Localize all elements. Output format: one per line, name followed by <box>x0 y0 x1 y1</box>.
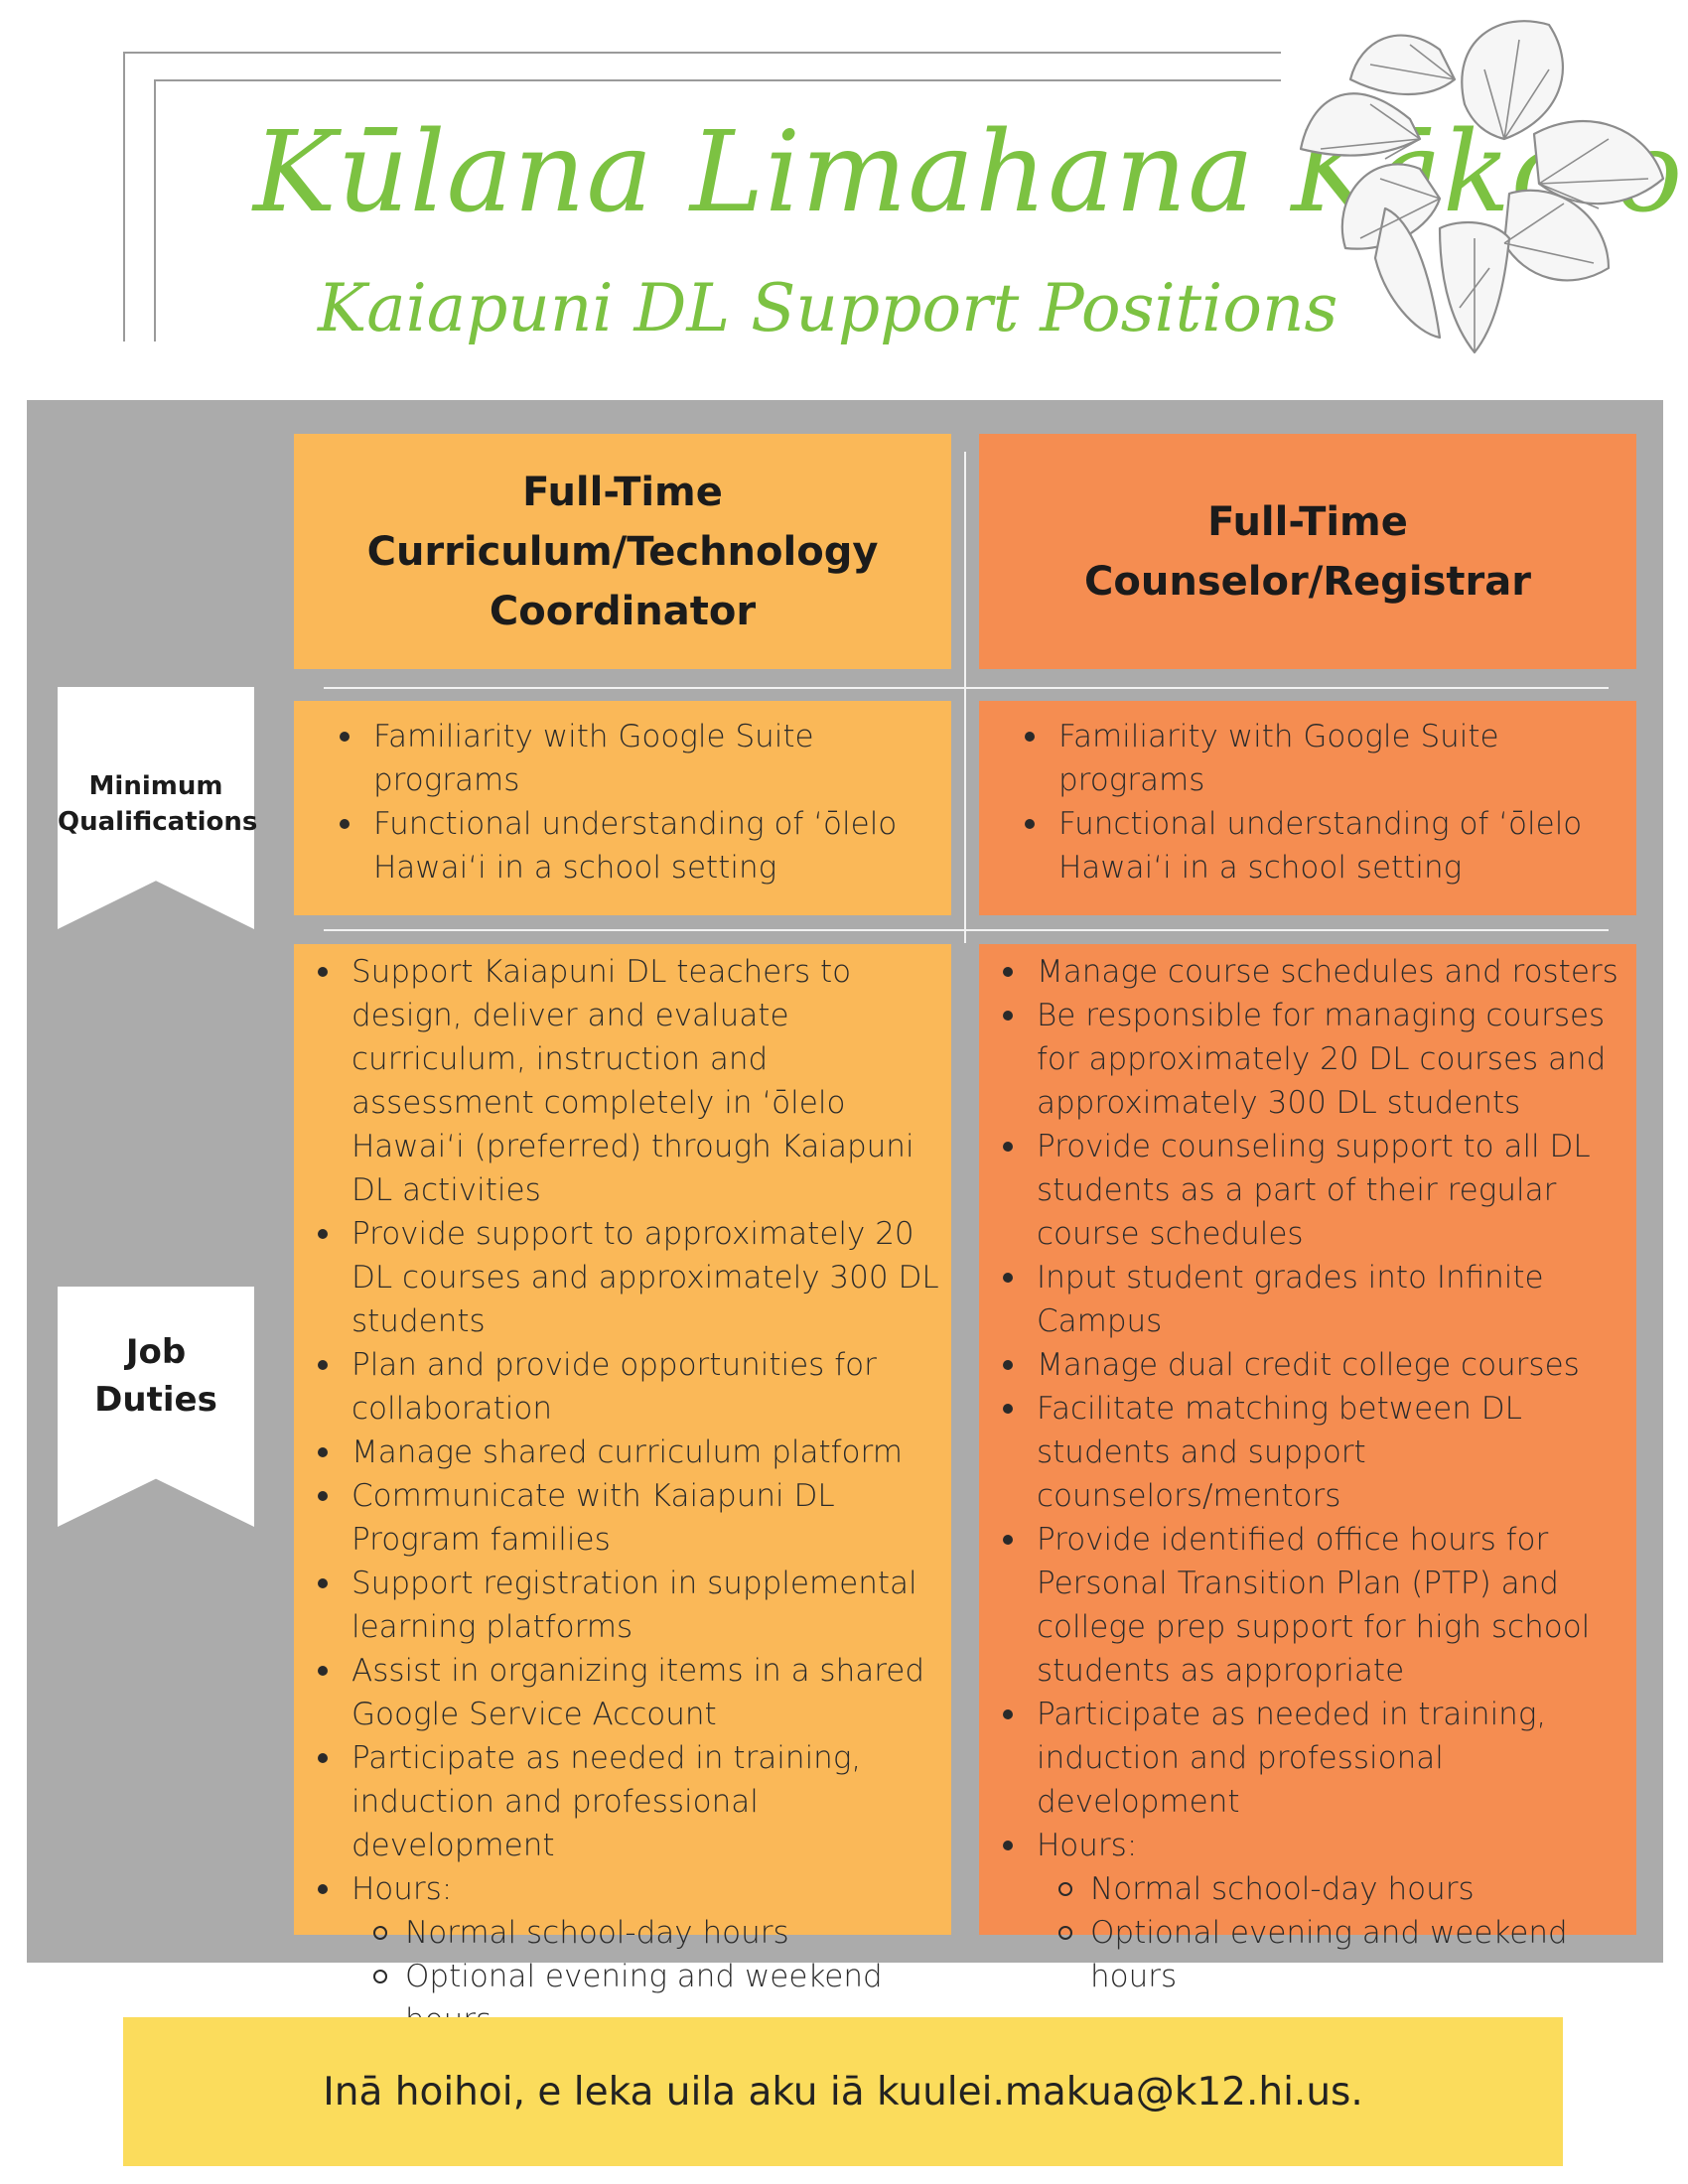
list-item: Functional understanding of ʻōlelo Hawai… <box>1001 802 1597 889</box>
list-item: Facilitate matching between DL students … <box>979 1387 1628 1518</box>
row-divider <box>324 929 1609 931</box>
duties-coordinator: Support Kaiapuni DL teachers to design, … <box>294 944 951 2038</box>
hours-label: Hours: <box>352 1871 453 1907</box>
frame-top-inner <box>154 79 1281 81</box>
contact-text: Inā hoihoi, e leka uila aku iā kuulei.ma… <box>323 2069 1363 2115</box>
list-item: Be responsible for managing courses for … <box>979 994 1628 1125</box>
column-title-line: Full-Time <box>1207 498 1408 545</box>
list-item: Manage dual credit college courses <box>979 1343 1628 1387</box>
qualifications-counselor: Familiarity with Google Suite programs F… <box>979 701 1636 915</box>
list-item: Manage course schedules and rosters <box>979 950 1628 994</box>
column-title-line: Counselor/Registrar <box>1084 558 1531 605</box>
label-line: Minimum <box>88 771 223 801</box>
list-item: Provide counseling support to all DL stu… <box>979 1125 1628 1256</box>
sub-list-item: Normal school-day hours <box>1037 1867 1628 1911</box>
duties-counselor: Manage course schedules and rosters Be r… <box>979 944 1636 1994</box>
label-line: Qualifications <box>58 807 258 837</box>
page-title: Kūlana Limahana Kākoʻo <box>253 108 1684 237</box>
list-item: Provide support to approximately 20 DL c… <box>294 1212 943 1343</box>
list-item: Participate as needed in training, induc… <box>294 1736 943 1867</box>
list-item: Assist in organizing items in a shared G… <box>294 1649 943 1736</box>
label-line: Duties <box>94 1380 217 1420</box>
sub-list-item: Normal school-day hours <box>352 1911 943 1955</box>
list-item: Input student grades into Infinite Campu… <box>979 1256 1628 1343</box>
list-item: Familiarity with Google Suite programs <box>1001 715 1597 802</box>
list-item: Communicate with Kaiapuni DL Program fam… <box>294 1474 943 1562</box>
list-item-hours: Hours: Normal school-day hours Optional … <box>979 1824 1628 1998</box>
list-item: Plan and provide opportunities for colla… <box>294 1343 943 1431</box>
list-item: Manage shared curriculum platform <box>294 1431 943 1474</box>
label-duties: Job Duties <box>58 1328 254 1424</box>
list-item: Provide identified office hours for Pers… <box>979 1518 1628 1693</box>
column-divider <box>964 452 966 943</box>
row-divider <box>324 687 1609 689</box>
sub-list-item: Optional evening and weekend hours <box>1037 1911 1628 1998</box>
list-item-hours: Hours: Normal school-day hours Optional … <box>294 1867 943 2042</box>
column-header-coordinator: Full-Time Curriculum/Technology Coordina… <box>294 434 951 669</box>
hours-label: Hours: <box>1037 1828 1138 1863</box>
list-item: Functional understanding of ʻōlelo Hawai… <box>316 802 912 889</box>
column-title-line: Coordinator <box>489 588 757 634</box>
frame-left-outer <box>123 52 125 341</box>
frame-top-outer <box>123 52 1281 54</box>
list-item: Support registration in supplemental lea… <box>294 1562 943 1649</box>
qualifications-coordinator: Familiarity with Google Suite programs F… <box>294 701 951 915</box>
list-item: Participate as needed in training, induc… <box>979 1693 1628 1824</box>
column-title-line: Full-Time <box>522 469 723 515</box>
list-item: Support Kaiapuni DL teachers to design, … <box>294 950 943 1212</box>
label-qualifications: Minimum Qualifications <box>58 768 258 840</box>
column-header-counselor: Full-Time Counselor/Registrar <box>979 434 1636 669</box>
page-subtitle: Kaiapuni DL Support Positions <box>318 270 1338 346</box>
contact-banner: Inā hoihoi, e leka uila aku iā kuulei.ma… <box>123 2017 1563 2166</box>
column-title-line: Curriculum/Technology <box>366 528 879 575</box>
frame-left-inner <box>154 79 156 341</box>
label-line: Job <box>125 1332 187 1372</box>
list-item: Familiarity with Google Suite programs <box>316 715 912 802</box>
taro-leaf-icon <box>1299 20 1665 354</box>
